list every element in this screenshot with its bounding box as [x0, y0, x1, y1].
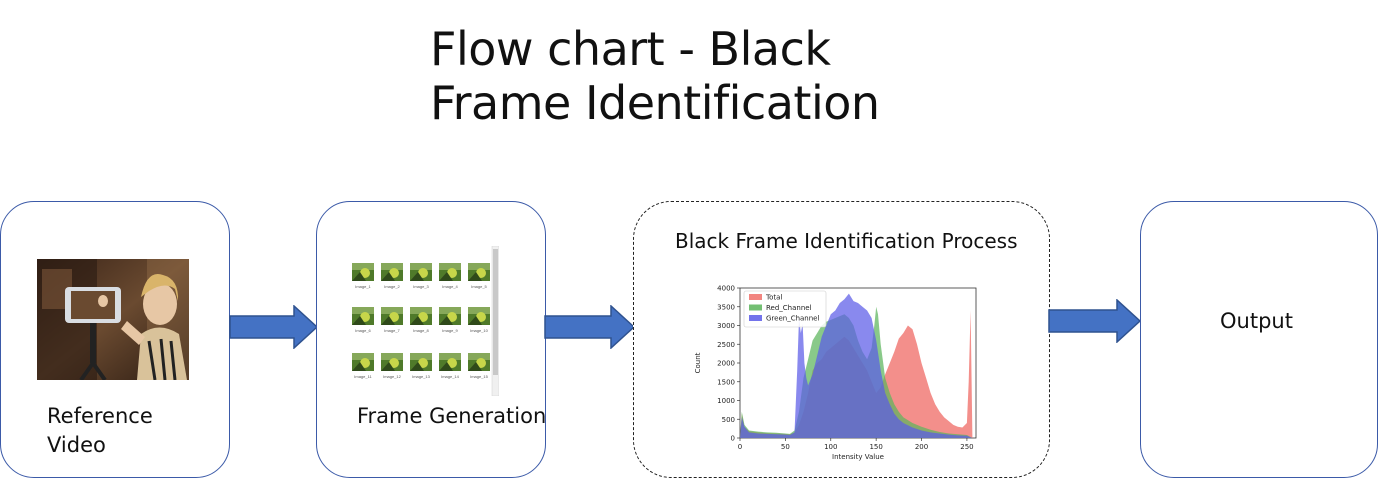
frame-label: Image_7: [384, 328, 400, 333]
frame-thumbnail: Image_9: [439, 307, 461, 333]
arrow-2: [544, 305, 636, 349]
x-tick-label: 0: [738, 443, 742, 451]
y-tick-label: 1000: [717, 397, 735, 405]
frame-label: Image_10: [470, 328, 489, 333]
x-tick-label: 200: [915, 443, 928, 451]
x-tick-label: 150: [869, 443, 882, 451]
frame-thumbnail: Image_7: [381, 307, 403, 333]
x-tick-label: 50: [781, 443, 790, 451]
frame-thumbnail: Image_6: [352, 307, 374, 333]
title-line-2: Frame Identification: [430, 76, 880, 130]
frame-label: Image_14: [441, 374, 460, 379]
frame-label: Image_2: [384, 284, 400, 289]
legend-swatch: [749, 304, 762, 311]
frame-label: Image_11: [354, 374, 372, 379]
histogram-series-green-channel: [740, 293, 973, 438]
y-tick-label: 3000: [717, 322, 735, 330]
reference-video-label-line-1: Reference: [47, 404, 153, 428]
output-label: Output: [1220, 309, 1293, 333]
process-label: Black Frame Identification Process: [675, 229, 1018, 253]
y-tick-label: 1500: [717, 378, 735, 386]
output-box: [1140, 201, 1378, 478]
arrow-1: [229, 305, 319, 349]
reference-video-label: Reference Video: [47, 402, 153, 460]
frame-label: Image_13: [412, 374, 431, 379]
x-axis-label: Intensity Value: [832, 453, 884, 461]
frame-thumbnail: Image_8: [410, 307, 432, 333]
title-line-1: Flow chart - Black: [430, 22, 831, 76]
frame-thumbnail: Image_11: [352, 353, 374, 379]
y-tick-label: 4000: [717, 285, 735, 293]
reference-video-label-line-2: Video: [47, 433, 106, 457]
frame-label: Image_15: [470, 374, 489, 379]
frame-label: Image_1: [355, 284, 371, 289]
y-tick-label: 0: [731, 435, 735, 443]
diagram-title: Flow chart - Black Frame Identification: [430, 22, 1030, 130]
frame-thumbnail: Image_10: [468, 307, 490, 333]
frame-thumbnail: Image_1: [352, 263, 374, 289]
frame-thumbnail: Image_3: [410, 263, 432, 289]
legend-entry: Green_Channel: [766, 315, 819, 323]
frame-label: Image_9: [442, 328, 458, 333]
frame-thumbnail: Image_4: [439, 263, 461, 289]
legend-entry: Red_Channel: [766, 304, 812, 312]
frame-label: Image_6: [355, 328, 371, 333]
frame-thumbnail: Image_2: [381, 263, 403, 289]
frame-generation-label: Frame Generation: [357, 404, 547, 428]
frame-thumbnail: Image_13: [410, 353, 432, 379]
frame-thumbnail: Image_5: [468, 263, 490, 289]
legend-entry: Total: [765, 294, 782, 302]
y-tick-label: 3500: [717, 303, 735, 311]
y-tick-label: 2500: [717, 341, 735, 349]
frame-label: Image_4: [442, 284, 458, 289]
y-tick-label: 2000: [717, 360, 735, 368]
x-tick-label: 100: [824, 443, 837, 451]
frame-thumbnail: Image_12: [381, 353, 403, 379]
frame-label: Image_12: [383, 374, 402, 379]
frame-thumbnail: Image_14: [439, 353, 461, 379]
legend-swatch: [749, 294, 762, 300]
frame-label: Image_3: [413, 284, 429, 289]
x-tick-label: 250: [960, 443, 973, 451]
y-axis-label: Count: [694, 352, 702, 373]
y-tick-label: 500: [722, 416, 735, 424]
legend-swatch: [749, 315, 762, 321]
frame-label: Image_8: [413, 328, 429, 333]
video-thumbnail-image: [37, 259, 189, 380]
arrow-3: [1048, 299, 1142, 343]
frame-label: Image_5: [471, 284, 487, 289]
frame-thumbnail: Image_15: [468, 353, 490, 379]
scrollbar-thumb: [493, 249, 498, 375]
